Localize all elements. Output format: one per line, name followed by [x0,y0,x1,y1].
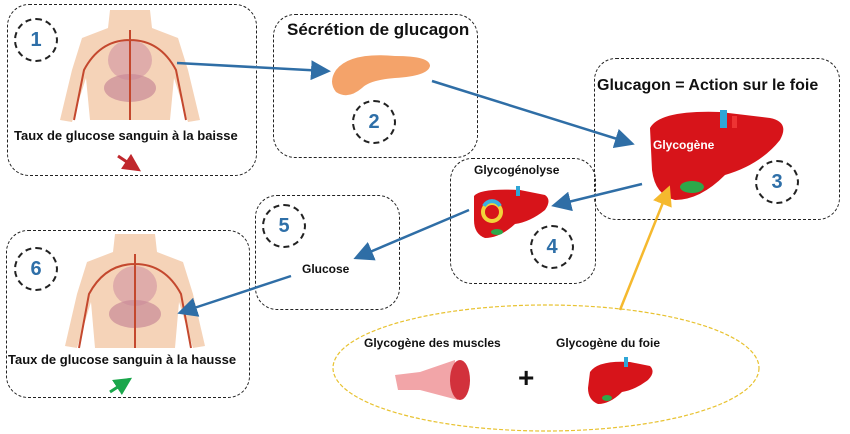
step-3-title: Glucagon = Action sur le foie [597,77,819,94]
pancreas-icon [332,55,430,96]
step-6-box [6,230,250,398]
arrow-1-to-2 [176,60,331,81]
human-body-icon [60,10,200,122]
step-1-box [7,4,257,176]
glycogen-sources-ellipse [332,304,760,432]
step-1-label: Taux de glucose sanguin à la baisse [14,128,238,143]
step-number-1: 1 [14,18,58,62]
step-6-label: Taux de glucose sanguin à la hausse [8,352,237,367]
arrow-5-to-6 [177,274,292,317]
up-arrow-icon [109,377,133,396]
human-body-icon [65,234,205,349]
step-5-label: Glucose [302,262,350,276]
arrow-4-to-5 [353,208,470,261]
step-5-box [255,195,400,310]
step-number-4: 4 [530,225,574,269]
muscle-icon [395,360,470,400]
liver-glycogen-label: Glycogène [653,138,715,152]
liver-glycogen-source-label: Glycogène du foie [556,336,661,350]
step-4-box [450,158,596,284]
step-number-3: 3 [755,160,799,204]
arrow-sources-to-liver [618,185,672,311]
step-number-2: 2 [352,100,396,144]
arrow-3-to-4 [551,182,643,212]
step-number-6: 6 [14,247,58,291]
arrow-2-to-3 [431,79,635,149]
muscle-glycogen-label: Glycogène des muscles [364,336,501,350]
plus-sign: + [518,362,535,393]
down-arrow-icon [117,153,141,172]
liver-icon [588,357,653,404]
step-3-box [594,58,840,220]
step-2-title: Sécrétion de glucagon [287,20,470,39]
step-number-5: 5 [262,204,306,248]
step-2-box [273,14,478,158]
step-4-title: Glycogénolyse [474,163,560,177]
liver-icon [474,186,549,238]
liver-icon [650,110,784,200]
